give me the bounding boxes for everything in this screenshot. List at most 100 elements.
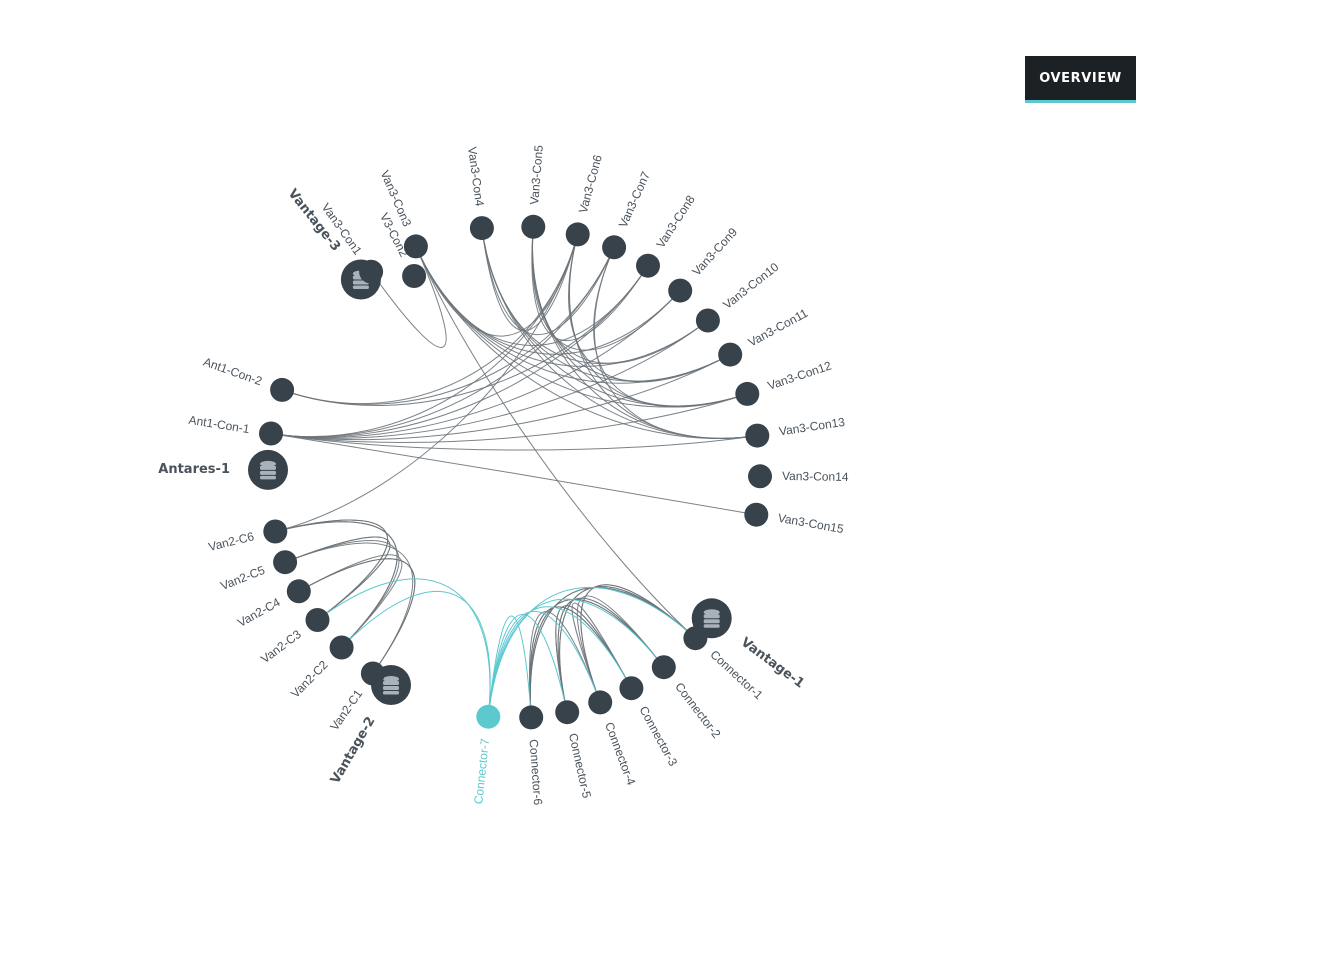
database-icon (260, 460, 276, 480)
node-label: Van3-Con11 (746, 306, 811, 350)
edge-v3c13-a1c1 (270, 433, 758, 451)
edge-v3c15-a1c1 (270, 433, 757, 516)
node-v3c5[interactable] (521, 214, 546, 239)
edge-v3c10-a1c1 (270, 320, 709, 439)
node-label: Van3-Con9 (689, 225, 740, 279)
edge-v3c6-v3c4 (481, 228, 579, 332)
node-label: Van3-Con8 (653, 192, 697, 250)
edge-v3c8-v3c5 (531, 226, 649, 341)
edge-c7-c6 (487, 615, 532, 718)
node-label: Van3-Con7 (616, 169, 653, 230)
node-label: Connector-2 (672, 680, 724, 741)
node-label: Van3-Con4 (465, 146, 487, 207)
edge-c7-c2 (487, 598, 665, 717)
edge-v3c3-v3c13 (415, 246, 758, 439)
node-c5[interactable] (555, 700, 580, 725)
edge-v2c4-v2c2 (298, 554, 403, 648)
node-v2c6[interactable] (263, 519, 288, 544)
node-label: Connector-3 (636, 704, 680, 769)
node-v3c1[interactable] (359, 259, 384, 284)
node-label: Van2-C2 (288, 657, 331, 700)
node-label: Van3-Con6 (576, 153, 605, 215)
node-v3c6[interactable] (565, 222, 590, 247)
edge-a1c2-v3c8 (281, 265, 649, 407)
database-icon (703, 609, 720, 628)
node-a1c2[interactable] (270, 377, 295, 402)
edge-v3c7-v3c4 (481, 228, 615, 336)
edge-c7-v2c2 (341, 591, 491, 717)
node-v3c10[interactable] (695, 308, 720, 333)
edge-v2c2-v2c6 (275, 521, 398, 648)
edge-v3c8-a1c1 (270, 265, 649, 438)
edge-v3c3-c1 (415, 246, 696, 639)
edge-c3-c5 (555, 605, 632, 713)
node-label: Van3-Con10 (720, 260, 781, 312)
node-v2c5[interactable] (273, 550, 298, 575)
edge-c7-c5 (487, 613, 568, 717)
node-v3c4[interactable] (469, 216, 494, 241)
node-v3c2[interactable] (402, 264, 427, 288)
node-v3c7[interactable] (602, 235, 627, 260)
edge-v3c11-a1c1 (270, 354, 731, 441)
edge-v2c1-v2c4 (298, 558, 416, 674)
node-label: Van2-C6 (207, 529, 256, 554)
node-label: Connector-6 (527, 739, 546, 806)
edge-v3c1-v3c3 (370, 246, 447, 348)
node-c3[interactable] (619, 676, 644, 701)
edge-v3c7-v3c13 (593, 247, 758, 440)
edge-v2c5-v2c3 (284, 536, 391, 621)
edge-v2c3-v2c5 (284, 536, 391, 621)
node-v2c1[interactable] (360, 661, 385, 686)
node-v2c2[interactable] (329, 635, 354, 660)
node-label: Van3-Con15 (777, 511, 845, 536)
node-a1c1[interactable] (259, 421, 283, 446)
node-label: Van3-Con5 (527, 144, 546, 205)
database-icon (383, 676, 399, 695)
edge-c1-c5 (559, 586, 696, 713)
node-c6[interactable] (519, 705, 544, 730)
node-c1[interactable] (683, 626, 708, 651)
edge-c4-c2 (576, 595, 665, 703)
edge-v2c5-v2c1 (284, 542, 414, 674)
node-label: Van2-C3 (258, 627, 304, 666)
node-v3c11[interactable] (718, 342, 743, 367)
node-label: Connector-4 (602, 720, 638, 787)
node-v3c9[interactable] (668, 278, 693, 303)
node-label: Connector-5 (566, 732, 594, 800)
hub-label: Antares-1 (158, 462, 230, 477)
node-v2c3[interactable] (305, 608, 330, 632)
edge-c7-v2c3 (317, 578, 491, 717)
edge-layer (270, 226, 758, 718)
node-v3c13[interactable] (745, 423, 770, 448)
edge-c7-c1 (487, 587, 696, 717)
node-label: Van2-C5 (218, 563, 267, 593)
node-v2c4[interactable] (286, 579, 311, 604)
node-label: Van3-Con13 (778, 415, 846, 439)
node-v3c15[interactable] (744, 502, 769, 527)
edge-c4-c3 (571, 602, 632, 703)
node-c4[interactable] (588, 690, 613, 715)
node-label: Van3-Con12 (766, 358, 834, 392)
node-v3c14[interactable] (748, 464, 772, 489)
edge-v3c6-v3c13 (569, 234, 758, 439)
overview-button[interactable]: OVERVIEW (1025, 56, 1136, 103)
edge-v3c12-a1c1 (270, 393, 748, 443)
node-v3c12[interactable] (735, 381, 760, 406)
node-label: Ant1-Con-1 (188, 413, 251, 436)
node-v3c3[interactable] (403, 234, 428, 259)
node-c7[interactable] (476, 704, 501, 729)
node-v3c8[interactable] (636, 253, 660, 278)
hub-antares1[interactable] (248, 449, 288, 490)
edge-c7-c3 (487, 606, 632, 717)
node-label: Van2-C4 (235, 595, 283, 630)
edge-c1-c4 (580, 584, 696, 703)
edge-v3c5-v3c11 (531, 226, 731, 382)
node-label: Connector-7 (471, 737, 492, 804)
edge-v3c6-v3c3 (415, 234, 579, 337)
edge-v3c9-v3c5 (531, 226, 681, 351)
node-label: Ant1-Con-2 (201, 355, 264, 389)
node-c2[interactable] (651, 655, 676, 680)
node-label: Van3-Con14 (782, 469, 849, 484)
